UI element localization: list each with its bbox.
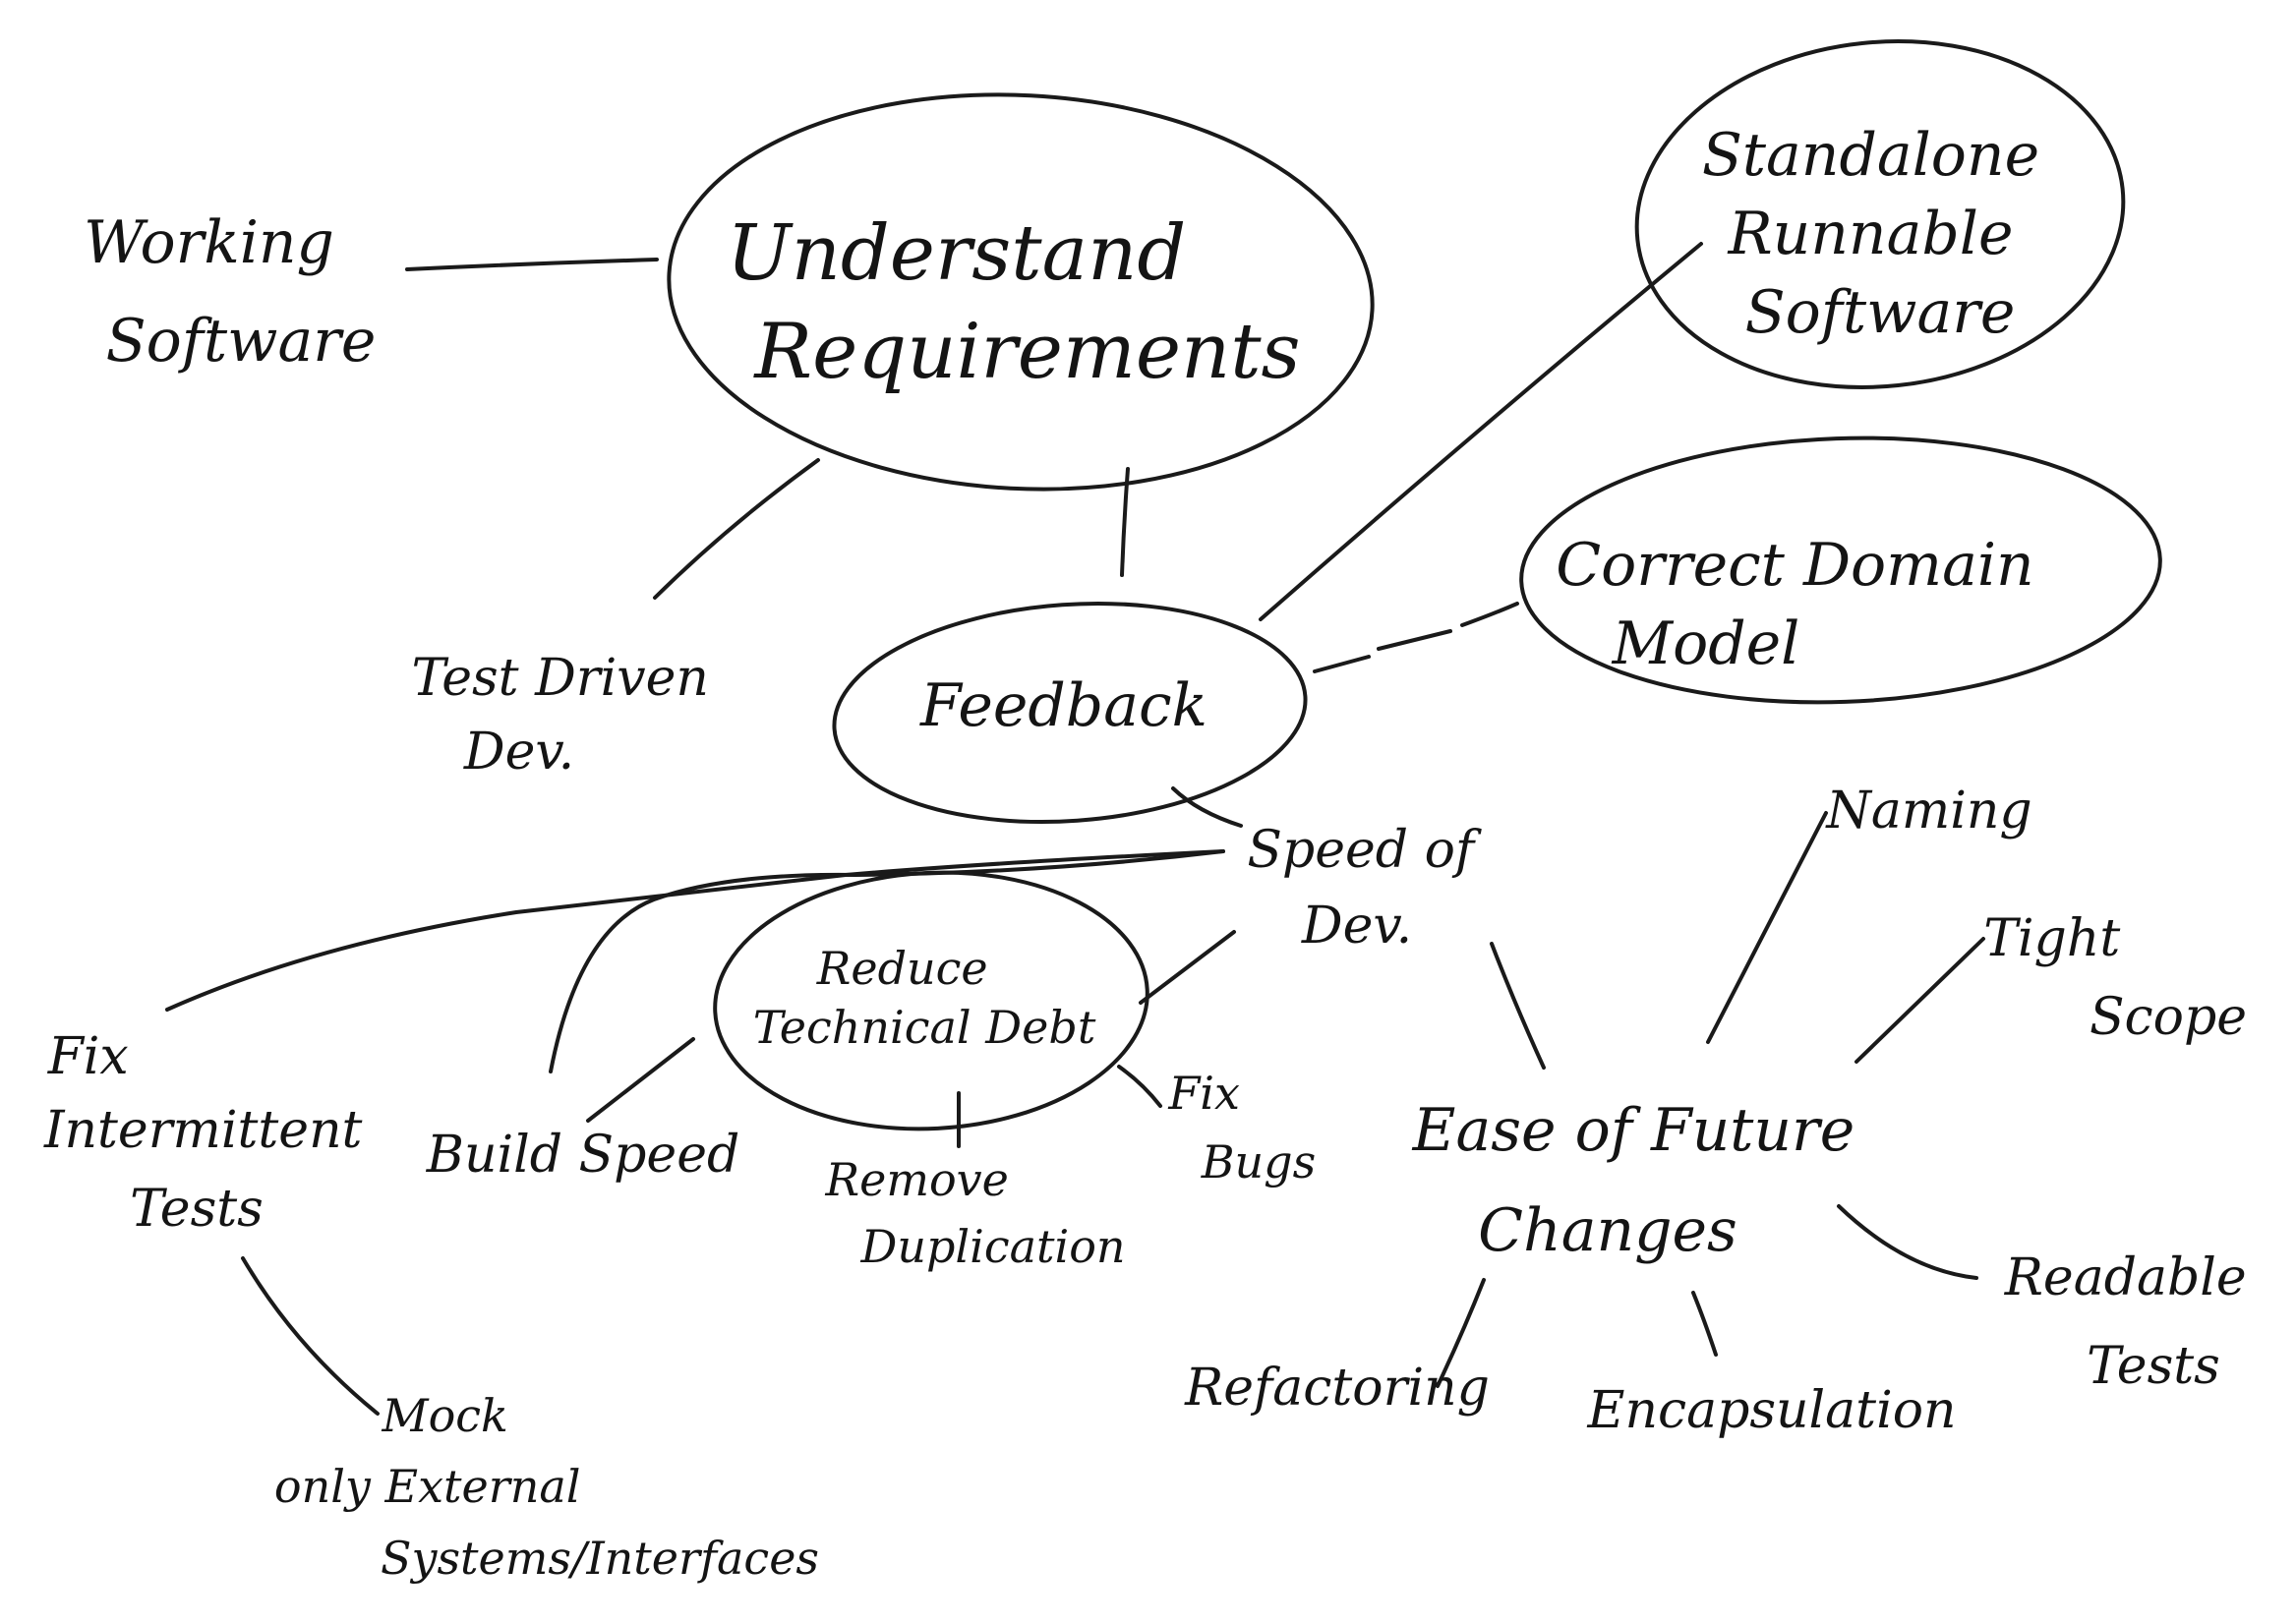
- correct-domain-model-line-2: Model: [1612, 609, 1800, 678]
- connector-test-driven-dev: [653, 458, 820, 600]
- encapsulation-label: Encapsulation: [1587, 1381, 1957, 1440]
- speed-of-dev-line-2: Dev.: [1301, 897, 1412, 956]
- test-driven-dev-line-1: Test Driven: [412, 649, 709, 708]
- correct-domain-model-label: Correct Domain Model: [1556, 531, 2053, 678]
- connector-ease-naming: [1706, 811, 1828, 1044]
- speed-of-dev-label: Speed of Dev.: [1247, 821, 1490, 956]
- reduce-technical-debt-line-2: Technical Debt: [753, 1001, 1096, 1054]
- standalone-runnable-software-line-1: Standalone: [1702, 121, 2039, 190]
- connector-speed-reduce-debt: [1139, 930, 1236, 1005]
- fix-intermittent-tests-label: Fix Intermittent Tests: [43, 1027, 379, 1239]
- connector-speed-build-arc: [549, 849, 1225, 1073]
- tight-scope-label: Tight Scope: [1983, 909, 2247, 1047]
- connector-speed-ease: [1490, 942, 1546, 1070]
- feedback-label: Feedback: [919, 671, 1207, 740]
- connector-debt-fix-bugs: [1117, 1065, 1162, 1108]
- feedback-ellipse: [832, 601, 1308, 825]
- correct-domain-model-ellipse: [1519, 435, 2162, 705]
- standalone-runnable-software-line-2: Runnable: [1727, 200, 2013, 268]
- connector-fix-tests-mock: [241, 1256, 380, 1416]
- encapsulation-line-1: Encapsulation: [1587, 1381, 1957, 1440]
- readable-tests-line-1: Readable: [2004, 1248, 2247, 1307]
- connector-understand-feedback: [1120, 467, 1130, 577]
- ease-of-future-changes-label: Ease of Future Changes: [1412, 1096, 1874, 1265]
- mock-only-external-label: Mock only External Systems/Interfaces: [274, 1389, 819, 1585]
- understand-requirements-label: Understand Requirements: [727, 209, 1301, 396]
- remove-duplication-line-1: Remove: [824, 1153, 1008, 1206]
- feedback-line-1: Feedback: [919, 671, 1207, 740]
- remove-duplication-line-2: Duplication: [859, 1220, 1125, 1273]
- fix-intermittent-tests-line-1: Fix: [47, 1027, 129, 1086]
- mock-only-external-line-2: only External: [274, 1460, 581, 1513]
- mock-only-external-line-3: Systems/Interfaces: [381, 1532, 819, 1585]
- standalone-runnable-software-ellipse: [1634, 39, 2126, 389]
- ease-of-future-changes-line-2: Changes: [1478, 1196, 1737, 1265]
- test-driven-dev-label: Test Driven Dev.: [412, 649, 726, 782]
- connector-working-software: [405, 258, 659, 271]
- connector-ease-readable-tests: [1837, 1204, 1978, 1280]
- connector-domain-model-feedback: [1313, 602, 1519, 673]
- naming-line-1: Naming: [1824, 782, 2031, 840]
- connector-ease-refactoring: [1436, 1278, 1486, 1388]
- connector-ease-tight-scope: [1854, 937, 1985, 1064]
- understand-requirements-line-2: Requirements: [752, 308, 1300, 396]
- build-speed-line-1: Build Speed: [426, 1126, 740, 1185]
- readable-tests-line-2: Tests: [2087, 1337, 2220, 1396]
- speed-of-dev-line-1: Speed of: [1247, 821, 1482, 880]
- connector-ease-encapsulation: [1691, 1291, 1718, 1357]
- connector-debt-build-speed: [586, 1037, 695, 1123]
- standalone-runnable-software-line-3: Software: [1745, 278, 2016, 347]
- ease-of-future-changes-line-1: Ease of Future: [1412, 1096, 1855, 1165]
- fix-intermittent-tests-line-2: Intermittent: [43, 1101, 363, 1160]
- fix-bugs-line-2: Bugs: [1201, 1135, 1316, 1188]
- fix-bugs-label: Fix Bugs: [1167, 1067, 1316, 1188]
- refactoring-line-1: Refactoring: [1184, 1359, 1490, 1418]
- working-software-line-1: Working: [84, 208, 334, 277]
- connector-standalone-feedback: [1259, 242, 1703, 621]
- reduce-technical-debt-label: Reduce Technical Debt: [753, 942, 1096, 1054]
- mock-only-external-line-1: Mock: [381, 1389, 507, 1442]
- remove-duplication-label: Remove Duplication: [824, 1153, 1125, 1273]
- connector-feedback-speed: [1171, 786, 1243, 828]
- reduce-technical-debt-line-1: Reduce: [816, 942, 988, 995]
- fix-bugs-line-1: Fix: [1167, 1067, 1240, 1120]
- test-driven-dev-line-2: Dev.: [463, 723, 574, 782]
- fix-intermittent-tests-line-3: Tests: [130, 1180, 264, 1239]
- understand-requirements-line-1: Understand: [727, 209, 1186, 298]
- naming-label: Naming: [1824, 782, 2031, 840]
- refactoring-label: Refactoring: [1184, 1359, 1490, 1418]
- readable-tests-label: Readable Tests: [2004, 1248, 2263, 1396]
- tight-scope-line-1: Tight: [1983, 909, 2120, 968]
- working-software-label: Working Software: [84, 208, 376, 376]
- tight-scope-line-2: Scope: [2090, 988, 2247, 1047]
- working-software-line-2: Software: [106, 307, 377, 376]
- connector-speed-fix-tests: [165, 849, 1225, 1012]
- build-speed-label: Build Speed: [426, 1126, 740, 1185]
- understand-requirements-ellipse: [667, 92, 1375, 492]
- correct-domain-model-line-1: Correct Domain: [1556, 531, 2033, 600]
- standalone-runnable-software-label: Standalone Runnable Software: [1702, 121, 2058, 347]
